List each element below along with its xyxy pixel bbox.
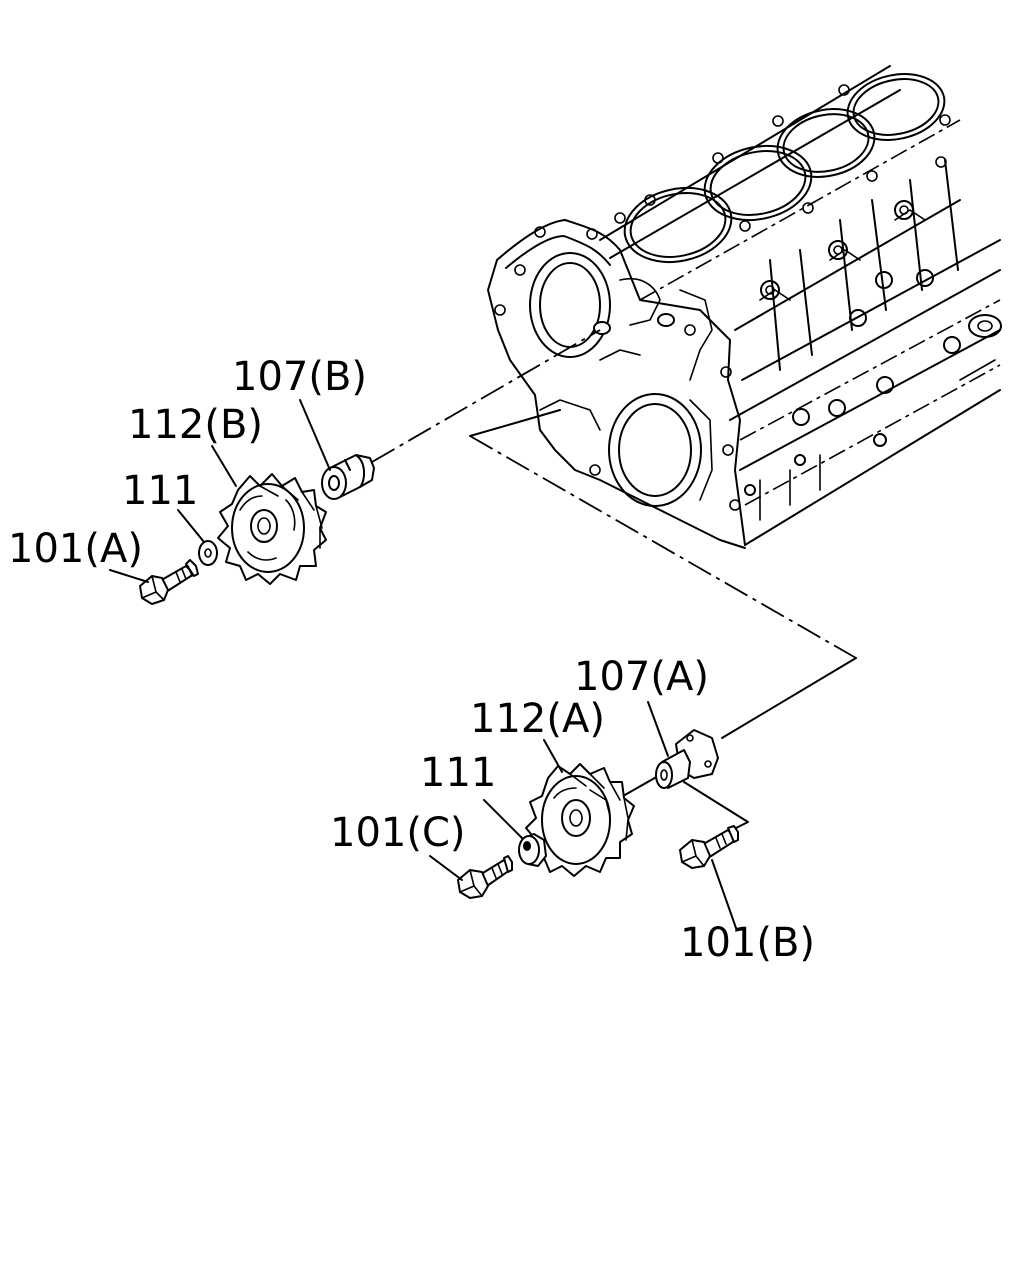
- cylinder-bores: [623, 73, 946, 263]
- side-bolt-bosses: [744, 200, 1002, 496]
- deck-bolt-holes: [614, 84, 951, 232]
- label-112b: 112(B): [128, 402, 263, 448]
- engine-block: [487, 65, 1002, 549]
- idler-shaft-107b: [321, 454, 375, 500]
- block-ribs: [759, 159, 959, 371]
- bolt-101a: [139, 559, 199, 605]
- bolt-101b: [679, 825, 739, 869]
- idler-gear-112b: [217, 473, 327, 585]
- label-111-lower: 111: [420, 750, 496, 796]
- bolt-101c: [457, 855, 513, 899]
- idler-gear-112a: [525, 763, 635, 877]
- label-101a: 101(A): [8, 526, 143, 572]
- idler-shaft-107a: [655, 729, 719, 789]
- label-107a: 107(A): [574, 654, 709, 700]
- label-112a: 112(A): [470, 696, 605, 742]
- label-111-upper: 111: [122, 468, 198, 514]
- thrust-washer-111-upper: [198, 540, 218, 566]
- assembly-lines: [371, 329, 857, 801]
- thrust-washer-111-lower: [518, 833, 547, 867]
- label-101c: 101(C): [330, 810, 466, 856]
- callout-leaders: [109, 399, 749, 929]
- label-101b: 101(B): [680, 920, 815, 966]
- callout-labels: 107(B) 112(B) 111 101(A) 107(A) 112(A) 1…: [8, 354, 815, 966]
- label-107b: 107(B): [232, 354, 367, 400]
